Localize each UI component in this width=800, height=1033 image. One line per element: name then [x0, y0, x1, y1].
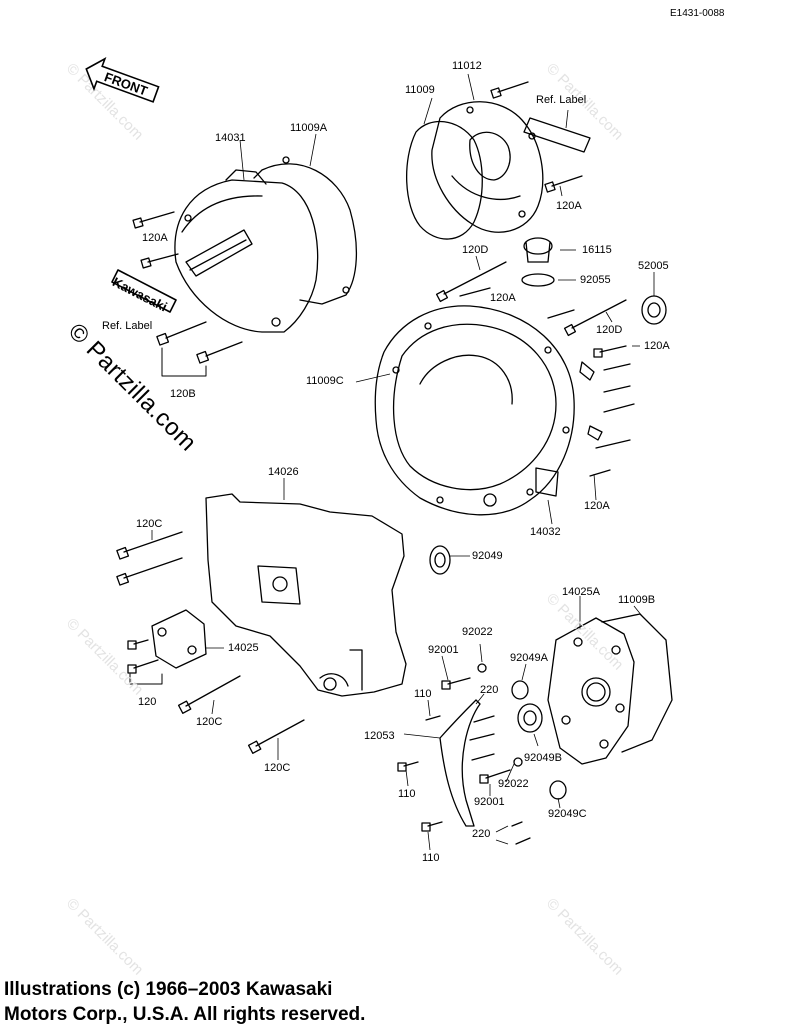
part-label-11012: 11012 [452, 60, 482, 72]
part-label-92055: 92055 [580, 274, 611, 286]
part-label-220: 220 [480, 684, 499, 696]
front-label: FRONT [102, 69, 149, 98]
part-label-11009A: 11009A [290, 122, 328, 134]
drawing-id: E1431-0088 [670, 8, 725, 19]
part-label-11009B: 11009B [618, 594, 656, 606]
outer-cover-11012 [431, 101, 544, 233]
part-label-14025A: 14025A [562, 586, 600, 598]
part-label-120D: 120D [596, 324, 623, 336]
copyright-line-2: Motors Corp., U.S.A. All rights reserved… [4, 1004, 366, 1025]
chain-guide-12053 [439, 699, 481, 827]
part-label-220: 220 [472, 828, 491, 840]
part-label-52005: 52005 [638, 260, 669, 272]
copyright-line-1: Illustrations (c) 1966–2003 Kawasaki [4, 979, 333, 1000]
part-label-92022: 92022 [498, 778, 529, 790]
gasket-11009 [405, 120, 483, 240]
part-label-ref-label-top: Ref. Label [536, 94, 587, 106]
part-label-92022: 92022 [462, 626, 493, 638]
part-label-120B: 120B [170, 388, 196, 400]
part-label-120A: 120A [644, 340, 670, 352]
part-label-92001: 92001 [428, 644, 459, 656]
part-label-14031: 14031 [215, 132, 246, 144]
part-label-14026: 14026 [268, 466, 299, 478]
gasket-11009B [601, 613, 673, 753]
part-label-14032: 14032 [530, 526, 561, 538]
part-label-92049: 92049 [472, 550, 503, 562]
kawasaki-badge [111, 269, 177, 313]
part-label-120A: 120A [490, 292, 516, 304]
part-label-11009C: 11009C [306, 375, 344, 387]
inner-cover-14026 [205, 493, 407, 697]
part-label-16115: 16115 [582, 244, 612, 256]
part-label-120A: 120A [142, 232, 168, 244]
part-label-120C: 120C [264, 762, 291, 774]
part-label-92049B: 92049B [524, 752, 562, 764]
part-label-120A: 120A [556, 200, 582, 212]
bolts-120B [156, 321, 243, 364]
part-label-92001: 92001 [474, 796, 505, 808]
part-label-11009: 11009 [405, 84, 435, 96]
bolts-120A-left [132, 211, 179, 269]
clutch-housing-11009C [374, 305, 575, 516]
part-label-120C: 120C [136, 518, 163, 530]
small-cover-14025 [151, 609, 207, 669]
left-engine-cover-14031 [174, 169, 319, 333]
part-label-120A: 120A [584, 500, 610, 512]
part-label-120C: 120C [196, 716, 223, 728]
part-label-110: 110 [414, 688, 432, 700]
part-label-92049C: 92049C [548, 808, 587, 820]
part-label-120D: 120D [462, 244, 489, 256]
part-label-110: 110 [422, 852, 440, 864]
part-label-14025: 14025 [228, 642, 259, 654]
part-label-110: 110 [398, 788, 416, 800]
bolts-120A-right [579, 345, 635, 477]
ref-label-top [523, 117, 591, 153]
gasket-11009A [253, 163, 358, 305]
front-direction-arrow: FRONT [85, 57, 160, 103]
part-label-ref-label-left: Ref. Label [102, 320, 153, 332]
part-label-12053: 12053 [364, 730, 395, 742]
part-label-120: 120 [138, 696, 157, 708]
part-label-92049A: 92049A [510, 652, 548, 664]
cover-14025A [547, 617, 635, 765]
